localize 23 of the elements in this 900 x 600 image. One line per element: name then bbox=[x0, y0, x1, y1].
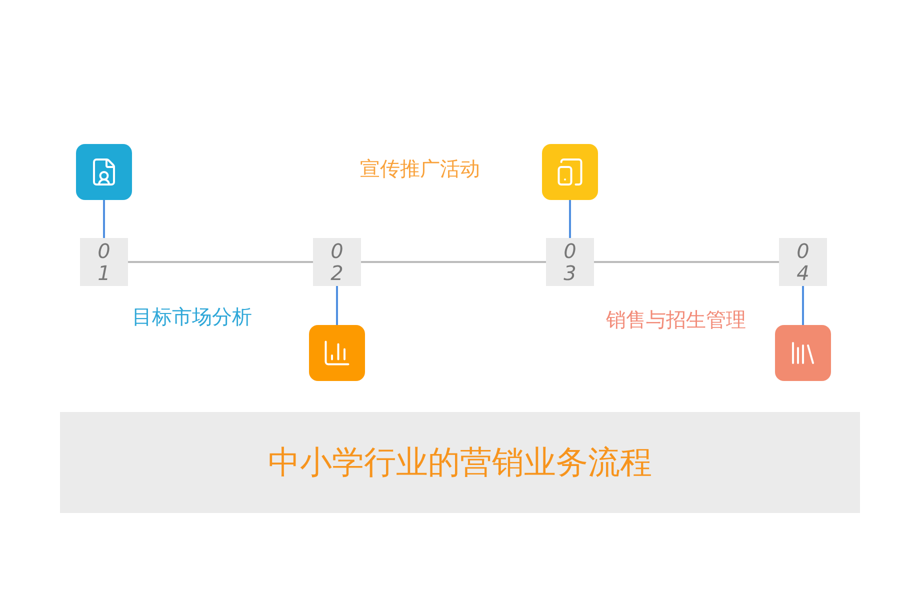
step-number-box bbox=[313, 238, 361, 286]
step-number-box bbox=[80, 238, 128, 286]
icon-tile bbox=[775, 325, 831, 381]
step-number-box bbox=[779, 238, 827, 286]
step-number: 04 bbox=[796, 240, 810, 284]
step-number: 03 bbox=[562, 240, 578, 284]
step-number: 01 bbox=[96, 240, 112, 284]
connector-line bbox=[361, 261, 546, 263]
icon-tile bbox=[76, 144, 132, 200]
step-label: 目标市场分析 bbox=[132, 304, 252, 330]
connector-line bbox=[594, 261, 779, 263]
step-label: 销售与招生管理 bbox=[606, 306, 746, 334]
connector-line bbox=[336, 286, 338, 325]
step-number-box bbox=[546, 238, 594, 286]
title: 中小学行业的营销业务流程 bbox=[268, 442, 652, 482]
icon-tile bbox=[542, 144, 598, 200]
step-label: 宣传推广活动 bbox=[360, 156, 480, 182]
step-number: 02 bbox=[330, 240, 344, 284]
connector-line bbox=[103, 200, 105, 238]
connector-line bbox=[569, 200, 571, 238]
connector-line bbox=[128, 261, 313, 263]
icon-tile bbox=[309, 325, 365, 381]
connector-line bbox=[802, 286, 804, 325]
